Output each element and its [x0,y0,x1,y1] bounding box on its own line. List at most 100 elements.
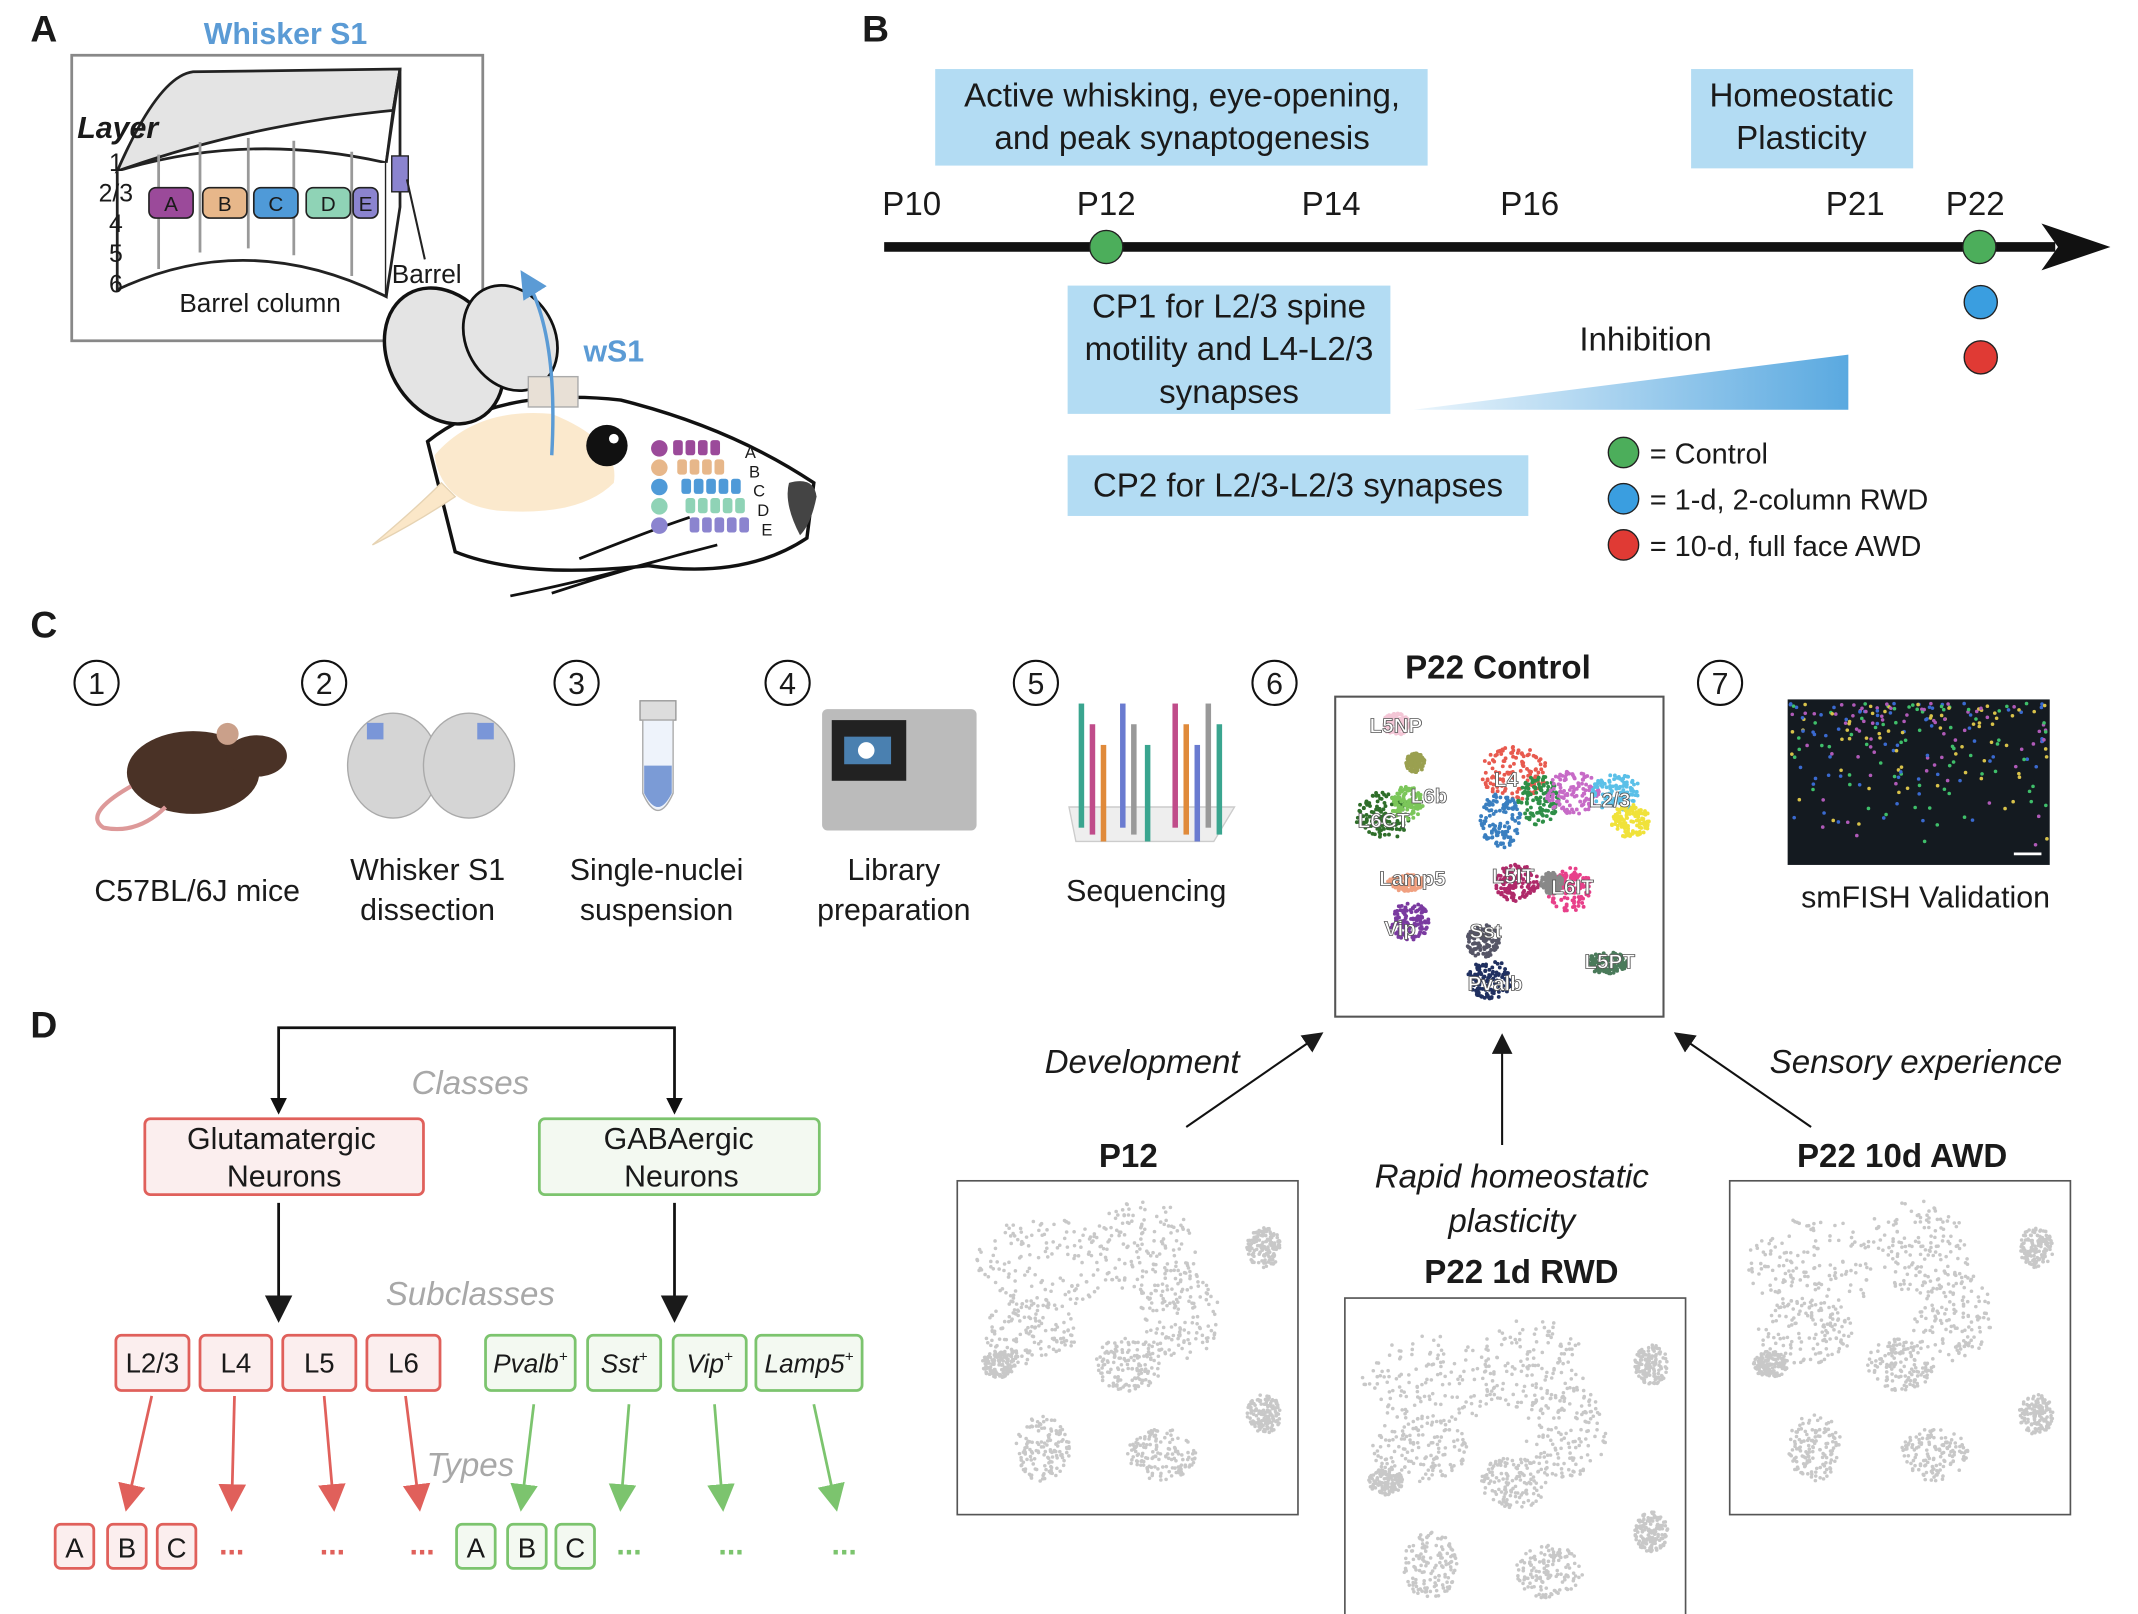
umap-point [993,1345,998,1349]
umap-point [1143,1362,1147,1367]
umap-point [1098,1244,1102,1249]
umap-point [1049,1429,1054,1433]
umap-point [1457,1407,1461,1411]
umap-point [1372,818,1377,823]
umap-point [1586,1443,1591,1448]
umap-point [1500,1387,1505,1392]
umap-point [1014,1312,1018,1316]
umap-point [1502,824,1507,829]
umap-point [1391,711,1396,716]
umap-point [1424,1560,1429,1565]
umap-point [1493,1459,1498,1464]
p22-control-title: P22 Control [1405,650,1591,687]
umap-point [1018,1434,1023,1439]
umap-point [1154,1288,1158,1293]
smfish-image [1787,699,2050,865]
fish-signal [1803,711,1808,716]
umap-point [1497,1478,1501,1483]
umap-point [1028,1454,1033,1459]
umap-point [1209,1328,1214,1333]
umap-point [1426,1362,1431,1367]
umap-point [1266,1404,1270,1409]
fish-signal [1993,711,1997,715]
inhibition-label: Inhibition [1579,321,1711,358]
umap-point [1525,1373,1529,1378]
whisker [718,478,729,494]
umap-point [1462,1369,1466,1374]
fish-signal [1916,777,1921,781]
umap-point [1484,951,1489,956]
umap-point [1173,1292,1178,1296]
umap-point [1373,1486,1378,1490]
fish-signal [1858,710,1862,714]
umap-point [1551,786,1556,791]
umap-point [1405,804,1410,809]
umap-point [1482,759,1487,763]
umap-awd [1728,1179,2072,1516]
umap-point [1267,1414,1271,1418]
umap-point [1415,752,1420,757]
fish-signal [1892,774,1897,779]
umap-point [1516,786,1521,791]
fish-signal [1922,707,1926,712]
umap-point [1401,730,1406,735]
umap-point [1586,1429,1591,1433]
umap-point [1442,1418,1446,1423]
umap-point [1394,909,1399,914]
umap-point [1537,785,1542,790]
umap-point [1018,1332,1023,1337]
umap-point [1519,1493,1524,1497]
umap-point [1544,1460,1549,1464]
umap-point [1143,1369,1147,1374]
umap-point [1037,1228,1041,1233]
layer-heading: Layer [77,112,160,145]
umap-point [1526,773,1531,778]
umap-point [1013,1279,1017,1283]
umap-point [1188,1350,1193,1354]
umap-point [1005,1359,1009,1364]
fish-signal [1948,725,1953,730]
umap-point [1083,1227,1087,1231]
cp1-line2: motility and L4-L2/3 [1085,331,1374,368]
whisker [685,440,696,456]
umap-point [1181,1457,1185,1462]
fish-signal [1963,770,1968,775]
umap-point [1514,1341,1519,1345]
umap-point [1063,1292,1068,1297]
umap-point [1411,1557,1416,1562]
umap-point [1157,1348,1161,1352]
umap-point [1490,1473,1495,1477]
umap-point [1145,1318,1149,1322]
umap-point [990,1325,994,1329]
umap-point [1125,1362,1130,1367]
umap-point [1370,793,1375,798]
umap-point [1551,1325,1555,1330]
umap-point [1096,1286,1100,1290]
umap-point [1383,1457,1388,1462]
umap-point [1402,828,1406,832]
umap-point [1142,1354,1146,1358]
fish-signal [2042,738,2046,742]
umap-point [1499,886,1503,891]
umap-point [1552,1462,1556,1466]
umap-point [1263,1233,1268,1238]
umap-point [1256,1417,1261,1421]
umap-point [1265,1237,1270,1242]
umap-point [1403,1566,1408,1571]
umap-point [1454,1561,1459,1566]
umap-point [1420,1334,1424,1339]
step-label: smFISH Validation [1801,882,2050,915]
umap-point [1022,1315,1027,1320]
umap-point [1256,1232,1261,1236]
umap-point [992,1358,997,1362]
umap-point [1263,1410,1268,1415]
fish-signal [1994,716,1999,721]
umap-point [1417,932,1422,936]
umap-point [1600,805,1605,810]
umap-point [1503,746,1508,751]
umap-point [1052,1336,1057,1341]
umap-point [1578,1472,1582,1476]
umap-point [1565,1386,1570,1391]
umap-point [1095,1267,1100,1272]
umap-point [1514,1476,1519,1481]
